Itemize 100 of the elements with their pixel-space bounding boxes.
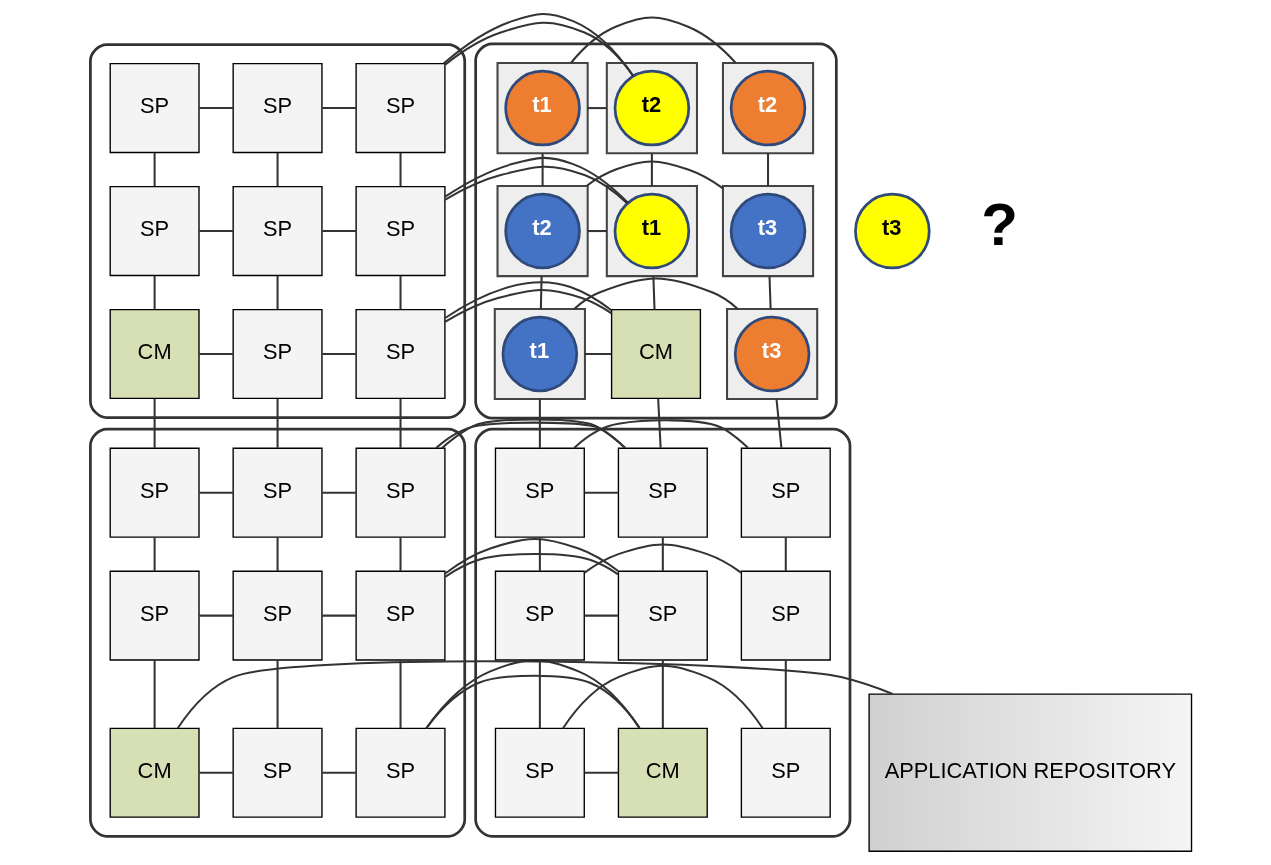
node-box: SP [355, 570, 446, 661]
connector [444, 281, 613, 323]
connector [399, 660, 402, 729]
node-circle: t3 [733, 315, 811, 393]
node-box: APPLICATION REPOSITORY [868, 693, 1193, 852]
node-box: SP [355, 185, 446, 277]
cluster [89, 427, 467, 838]
connector [444, 537, 619, 578]
node-box: CM [610, 308, 702, 400]
node-box: SP [617, 447, 708, 538]
connector [573, 419, 749, 449]
connector [276, 537, 279, 571]
connector [587, 107, 607, 110]
node-box: SP [740, 447, 831, 538]
connector [399, 152, 402, 187]
cluster [496, 61, 589, 155]
connector [562, 664, 764, 729]
node-circle: t1 [613, 192, 691, 270]
node-box: SP [355, 447, 446, 538]
node-box: SP [355, 308, 446, 400]
connector [584, 771, 619, 774]
node-circle: t3 [729, 192, 807, 270]
node-box: SP [232, 63, 323, 154]
node-box: SP [494, 447, 585, 538]
connector [322, 352, 356, 356]
connector [768, 276, 772, 309]
node-circle: t2 [504, 192, 581, 270]
connector [176, 660, 893, 729]
connector [435, 418, 626, 449]
node-box: SP [109, 447, 200, 538]
connector [153, 275, 156, 310]
connector [199, 230, 233, 233]
connector [399, 537, 402, 571]
connector [153, 398, 156, 448]
connector [199, 352, 233, 356]
node-box: SP [740, 570, 831, 661]
connector [322, 230, 356, 233]
connector [153, 660, 156, 729]
node-box: CM [617, 727, 708, 818]
node-box: SP [232, 185, 323, 277]
node-box: SP [355, 727, 446, 818]
connector [538, 660, 541, 729]
cluster [605, 184, 698, 278]
connector [153, 537, 156, 571]
node-circle: t3 [854, 192, 931, 270]
node-box: SP [232, 308, 323, 400]
connector [399, 398, 402, 448]
cluster [89, 43, 467, 419]
node-circle: t2 [729, 69, 807, 147]
connector [661, 537, 664, 571]
connector [650, 153, 653, 186]
connector [584, 614, 619, 617]
connector [587, 230, 607, 233]
connector [276, 152, 279, 187]
connector [657, 398, 662, 448]
connector [584, 543, 742, 574]
node-box: SP [232, 727, 323, 818]
node-box: CM [109, 308, 200, 400]
connector [652, 276, 656, 310]
node-box: SP [109, 63, 200, 154]
connector [584, 491, 619, 494]
connector [775, 399, 783, 448]
node-box: SP [494, 727, 585, 818]
connector [276, 660, 279, 729]
connector [442, 12, 635, 77]
connector [276, 398, 279, 448]
connector [573, 277, 739, 310]
cluster [474, 42, 838, 420]
node-box: SP [494, 570, 585, 661]
connector [585, 160, 724, 190]
cluster [496, 184, 589, 278]
connector [538, 399, 541, 449]
connector [322, 491, 356, 494]
connector [538, 537, 541, 571]
node-circle: t2 [613, 69, 691, 147]
node-circle: t1 [504, 69, 581, 147]
node-box: SP [232, 447, 323, 538]
connector [570, 16, 737, 64]
node-box: SP [740, 727, 831, 818]
node-box: CM [109, 727, 200, 818]
node-box: SP [355, 63, 446, 154]
connector [199, 614, 233, 617]
node-circle: t1 [501, 315, 579, 393]
connector [784, 660, 787, 729]
connector [199, 107, 233, 110]
connector [399, 275, 402, 310]
connector [322, 107, 356, 110]
cluster [605, 61, 698, 155]
connector [153, 152, 156, 187]
connector [276, 275, 279, 310]
connector [539, 276, 543, 309]
connector [444, 156, 629, 205]
node-box: SP [109, 570, 200, 661]
cluster [493, 307, 586, 401]
node-box: SP [617, 570, 708, 661]
connector [661, 660, 664, 729]
node-box: SP [109, 185, 200, 277]
connector [199, 771, 233, 774]
node-box: SP [232, 570, 323, 661]
cluster [721, 184, 815, 278]
